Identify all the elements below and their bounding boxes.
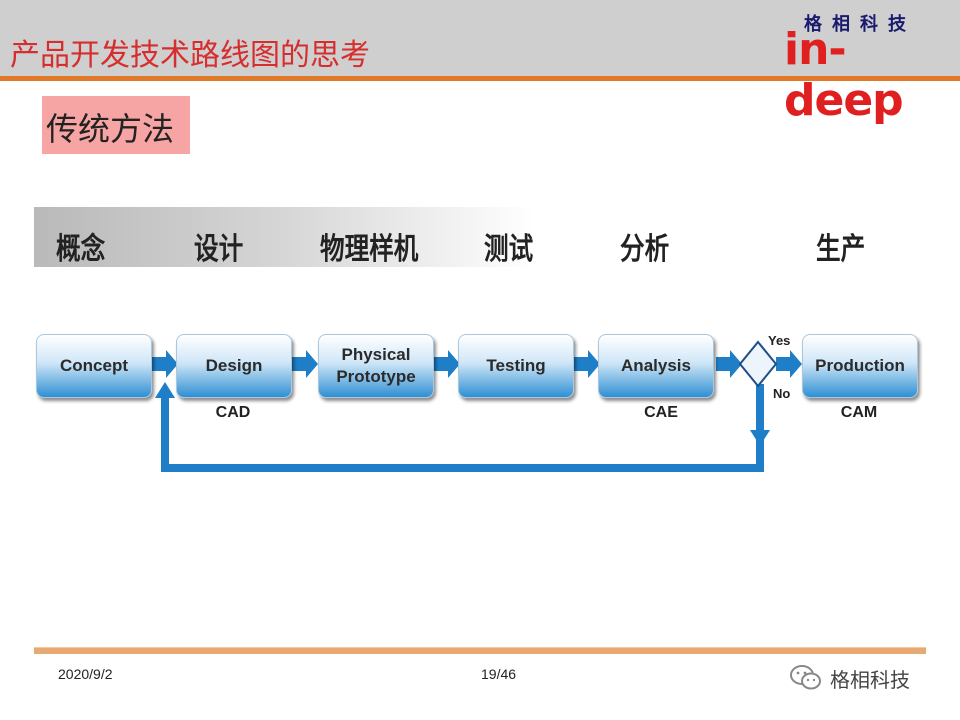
box-testing: Testing [458, 334, 574, 398]
arrow-prototype-testing [434, 350, 460, 378]
box-prototype-line2: Prototype [336, 367, 416, 386]
arrow-concept-design [152, 350, 178, 378]
stage-prototype: 物理样机 [320, 232, 419, 267]
header-divider [0, 76, 960, 81]
no-down-arrowhead [750, 430, 770, 446]
footer-date: 2020/9/2 [58, 666, 113, 682]
brand-logo: in-deep [784, 24, 904, 126]
box-testing-label: Testing [486, 356, 546, 375]
stage-concept: 概念 [56, 232, 106, 267]
decision-diamond [738, 340, 778, 388]
decision-yes-label: Yes [768, 333, 791, 348]
decision-no-label: No [773, 386, 791, 401]
brand-name-cn: 格相科技 [804, 14, 916, 35]
tool-cae: CAE [644, 404, 678, 421]
arrow-decision-production [776, 350, 802, 378]
box-physical-prototype: Physical Prototype [318, 334, 434, 398]
stage-design: 设计 [194, 232, 244, 267]
box-analysis-label: Analysis [621, 356, 691, 375]
stage-bar [34, 207, 534, 267]
box-design: Design [176, 334, 292, 398]
footer-divider [34, 647, 926, 654]
box-production-label: Production [815, 356, 905, 375]
account-name: 格相科技 [830, 668, 910, 692]
arrow-analysis-decision [716, 350, 742, 378]
section-label: 传统方法 [46, 110, 175, 148]
wechat-icon [790, 665, 821, 690]
box-concept-label: Concept [60, 356, 128, 375]
stage-production: 生产 [816, 232, 866, 267]
box-concept: Concept [36, 334, 152, 398]
stage-testing: 测试 [484, 232, 534, 267]
page-number: 19/46 [481, 666, 517, 682]
stage-analysis: 分析 [620, 232, 670, 267]
box-prototype-line1: Physical [341, 345, 411, 364]
section-badge [42, 96, 190, 154]
tool-cad: CAD [215, 404, 251, 421]
forward-arrows [152, 350, 802, 378]
loop-up-arrowhead [155, 382, 175, 398]
page-title: 产品开发技术路线图的思考 [10, 38, 370, 73]
box-production: Production [802, 334, 918, 398]
header-bar [0, 0, 960, 76]
box-design-label: Design [205, 356, 263, 375]
tool-cam: CAM [840, 404, 878, 421]
arrow-testing-analysis [574, 350, 600, 378]
loop-back-line [161, 396, 764, 472]
arrow-design-prototype [292, 350, 318, 378]
box-analysis: Analysis [598, 334, 714, 398]
